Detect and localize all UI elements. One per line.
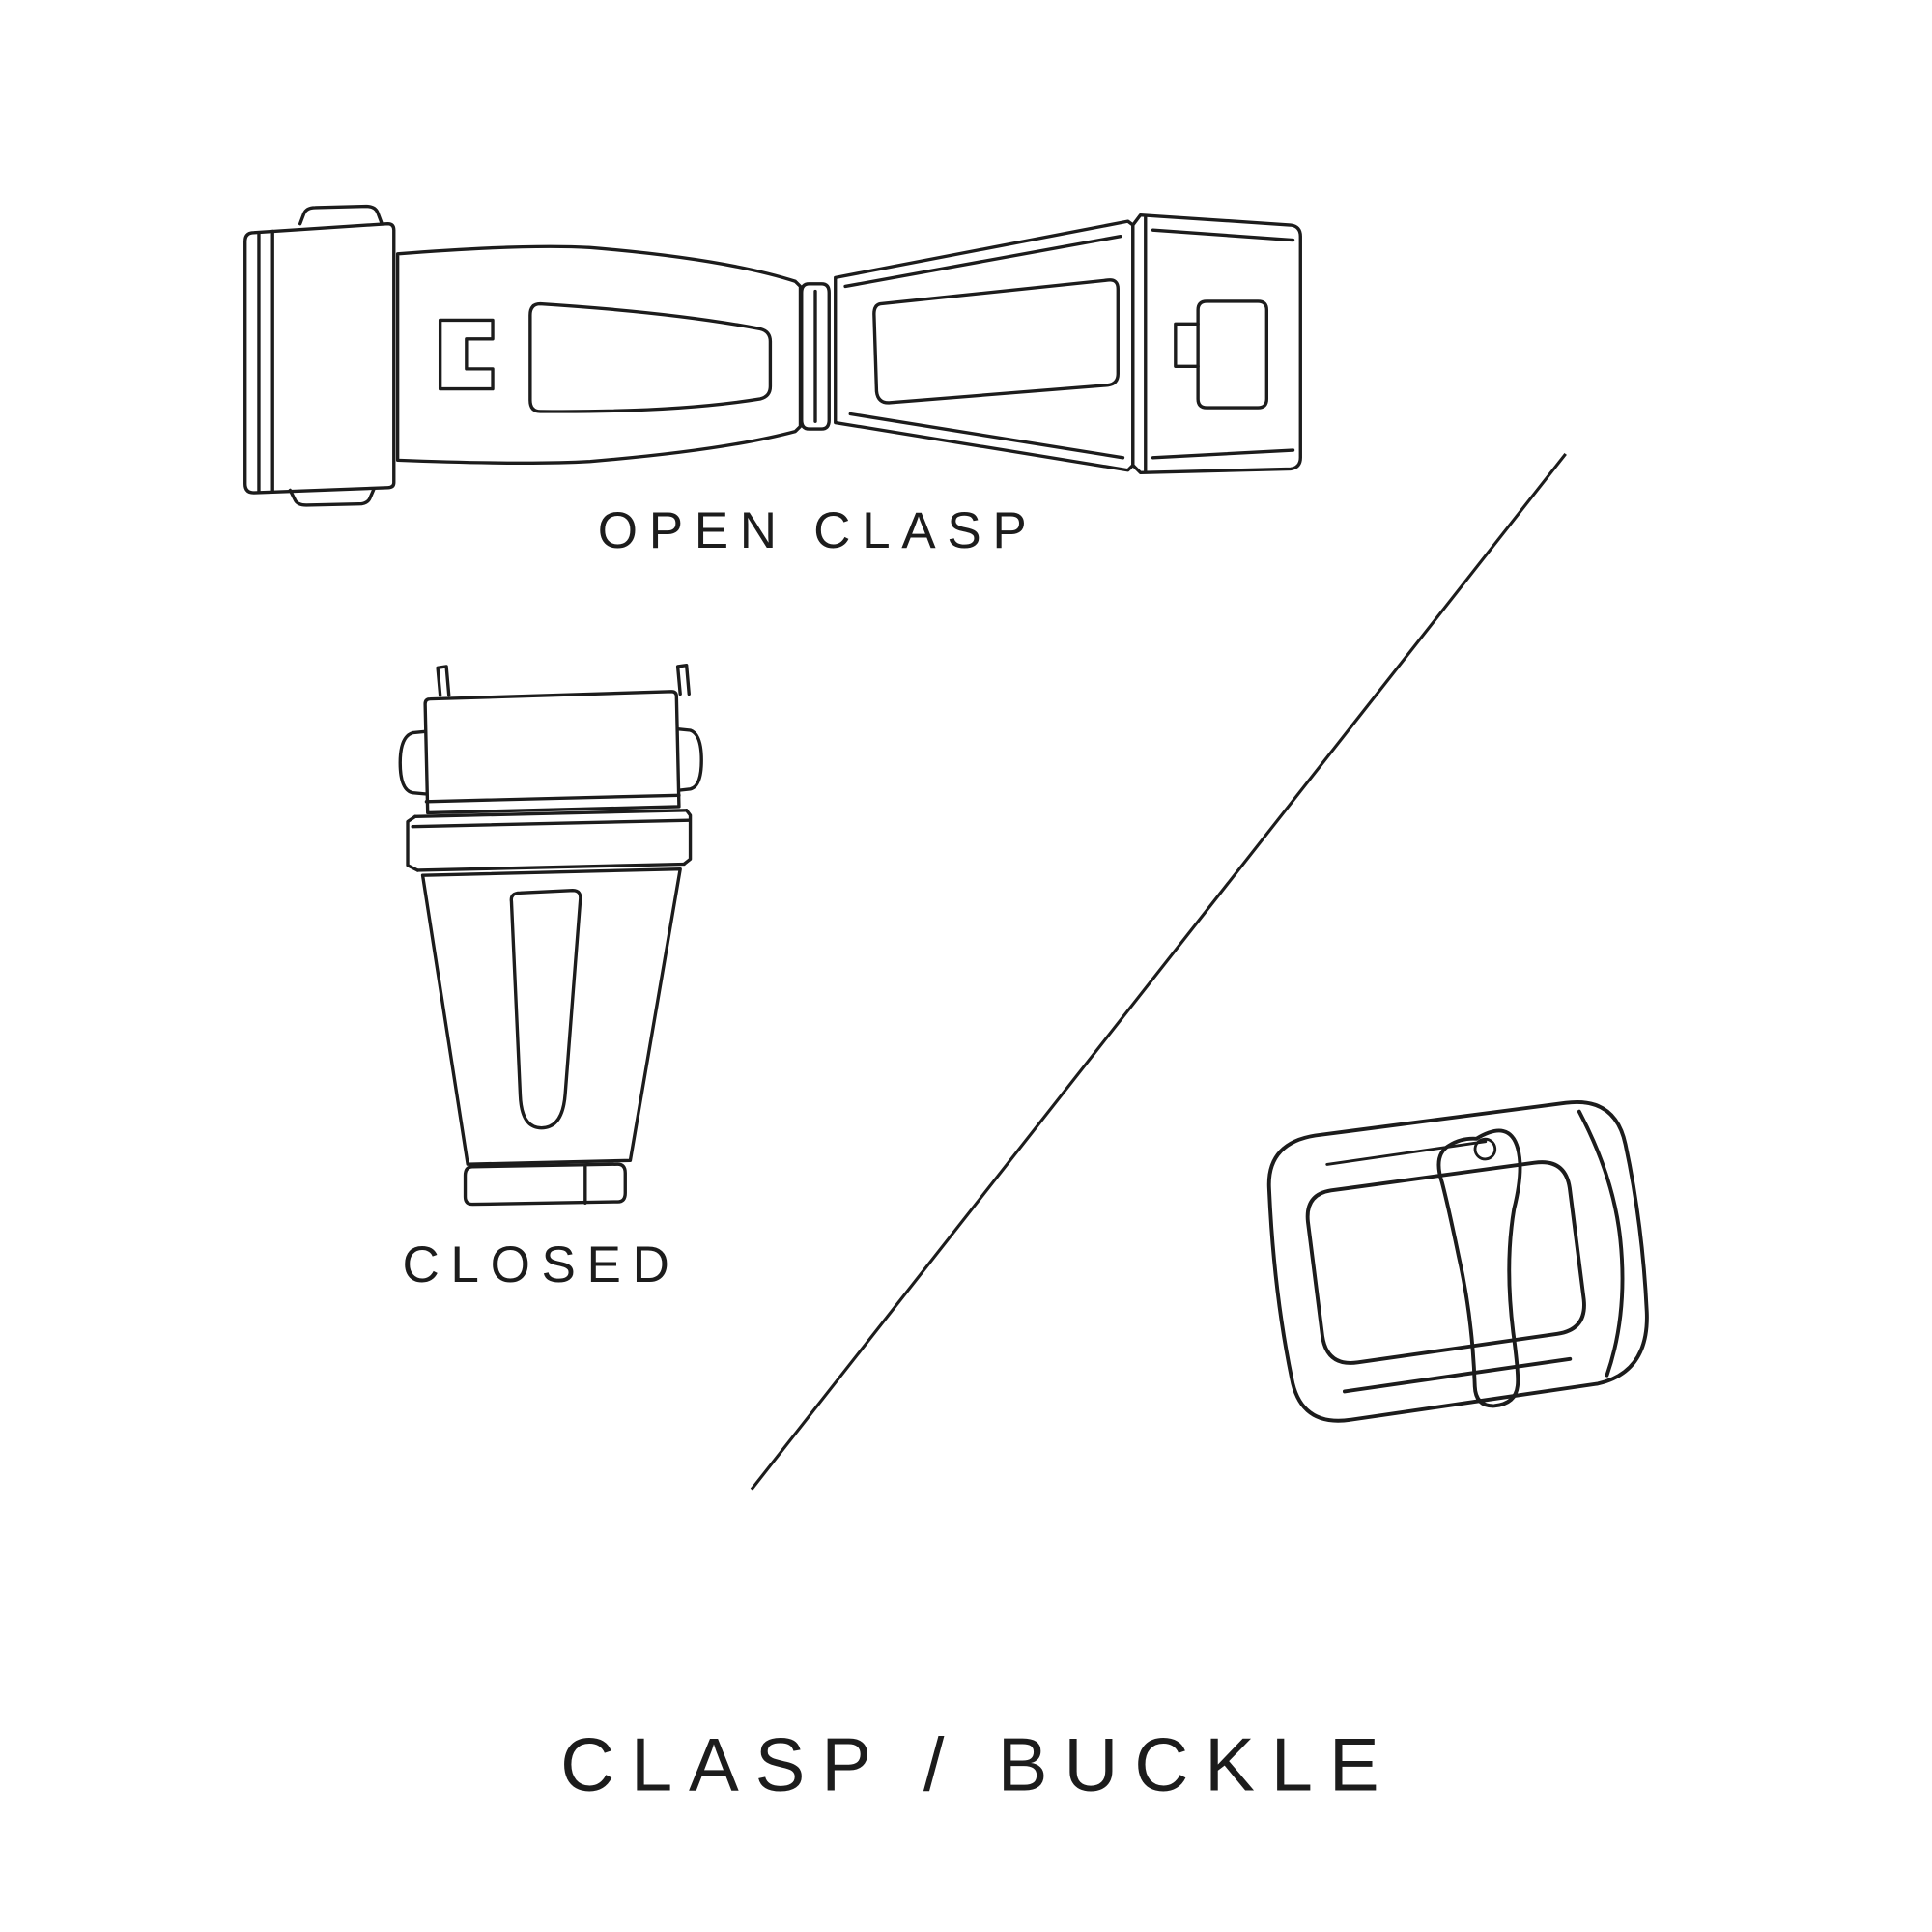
buckle-bottom-bar-line xyxy=(1342,1356,1573,1394)
buckle-outer-frame xyxy=(1266,1100,1649,1423)
open-clasp-right-blade-inner xyxy=(872,278,1120,405)
open-clasp-left-blade-hook xyxy=(438,318,495,391)
closed-clasp-body xyxy=(420,867,682,1166)
open-clasp-left-blade-inner xyxy=(528,301,773,413)
open-clasp-right-end-notch xyxy=(1174,322,1200,368)
buckle-illustration xyxy=(1266,1100,1649,1423)
open-clasp-right-blade xyxy=(834,219,1135,472)
open-clasp-right-end-bottom-line xyxy=(1151,448,1295,460)
open-clasp-right-end-hole xyxy=(1196,299,1269,410)
buckle-right-bar-line xyxy=(1577,1109,1625,1378)
closed-clasp-prong-right xyxy=(675,663,691,696)
open-clasp-left-cover xyxy=(243,222,396,495)
open-clasp-label: OPEN CLASP xyxy=(598,502,1038,559)
closed-clasp-band-top-1 xyxy=(413,809,689,818)
closed-clasp-ear-left xyxy=(398,729,429,796)
closed-clasp-band-top-2 xyxy=(411,818,691,829)
open-clasp-left-blade xyxy=(395,244,803,466)
closed-clasp-band-right-edge xyxy=(682,809,693,867)
page-title: CLASP / BUCKLE xyxy=(560,1724,1395,1807)
open-clasp-right-blade-bottom-edge xyxy=(848,412,1125,460)
open-clasp-left-cover-top-tab xyxy=(298,204,384,226)
open-clasp-right-end-top-line xyxy=(1151,228,1295,242)
buckle-inner-opening xyxy=(1305,1160,1586,1365)
closed-label: CLOSED xyxy=(402,1236,680,1293)
closed-clasp-band-left-tab xyxy=(406,814,420,872)
open-clasp-left-cover-bottom-tab xyxy=(288,487,376,507)
closed-clasp-ear-right xyxy=(675,727,703,792)
divider-line xyxy=(750,452,1567,1491)
closed-clasp-foot xyxy=(463,1162,627,1207)
open-clasp-illustration xyxy=(243,204,1302,507)
open-clasp-right-end xyxy=(1131,213,1302,475)
buckle-pin xyxy=(1325,1140,1488,1166)
closed-clasp-prong-left xyxy=(436,665,451,697)
open-clasp-hinge xyxy=(800,282,831,431)
buckle-tongue xyxy=(1436,1128,1522,1408)
closed-clasp-illustration xyxy=(398,663,703,1207)
closed-clasp-body-slot xyxy=(509,889,582,1130)
closed-clasp-band-bottom xyxy=(415,862,686,872)
buckle-pin-loop xyxy=(1473,1137,1497,1161)
closed-clasp-top-block xyxy=(423,690,681,815)
open-clasp-right-blade-top-edge xyxy=(843,234,1122,289)
closed-clasp-top-block-line xyxy=(424,793,681,804)
